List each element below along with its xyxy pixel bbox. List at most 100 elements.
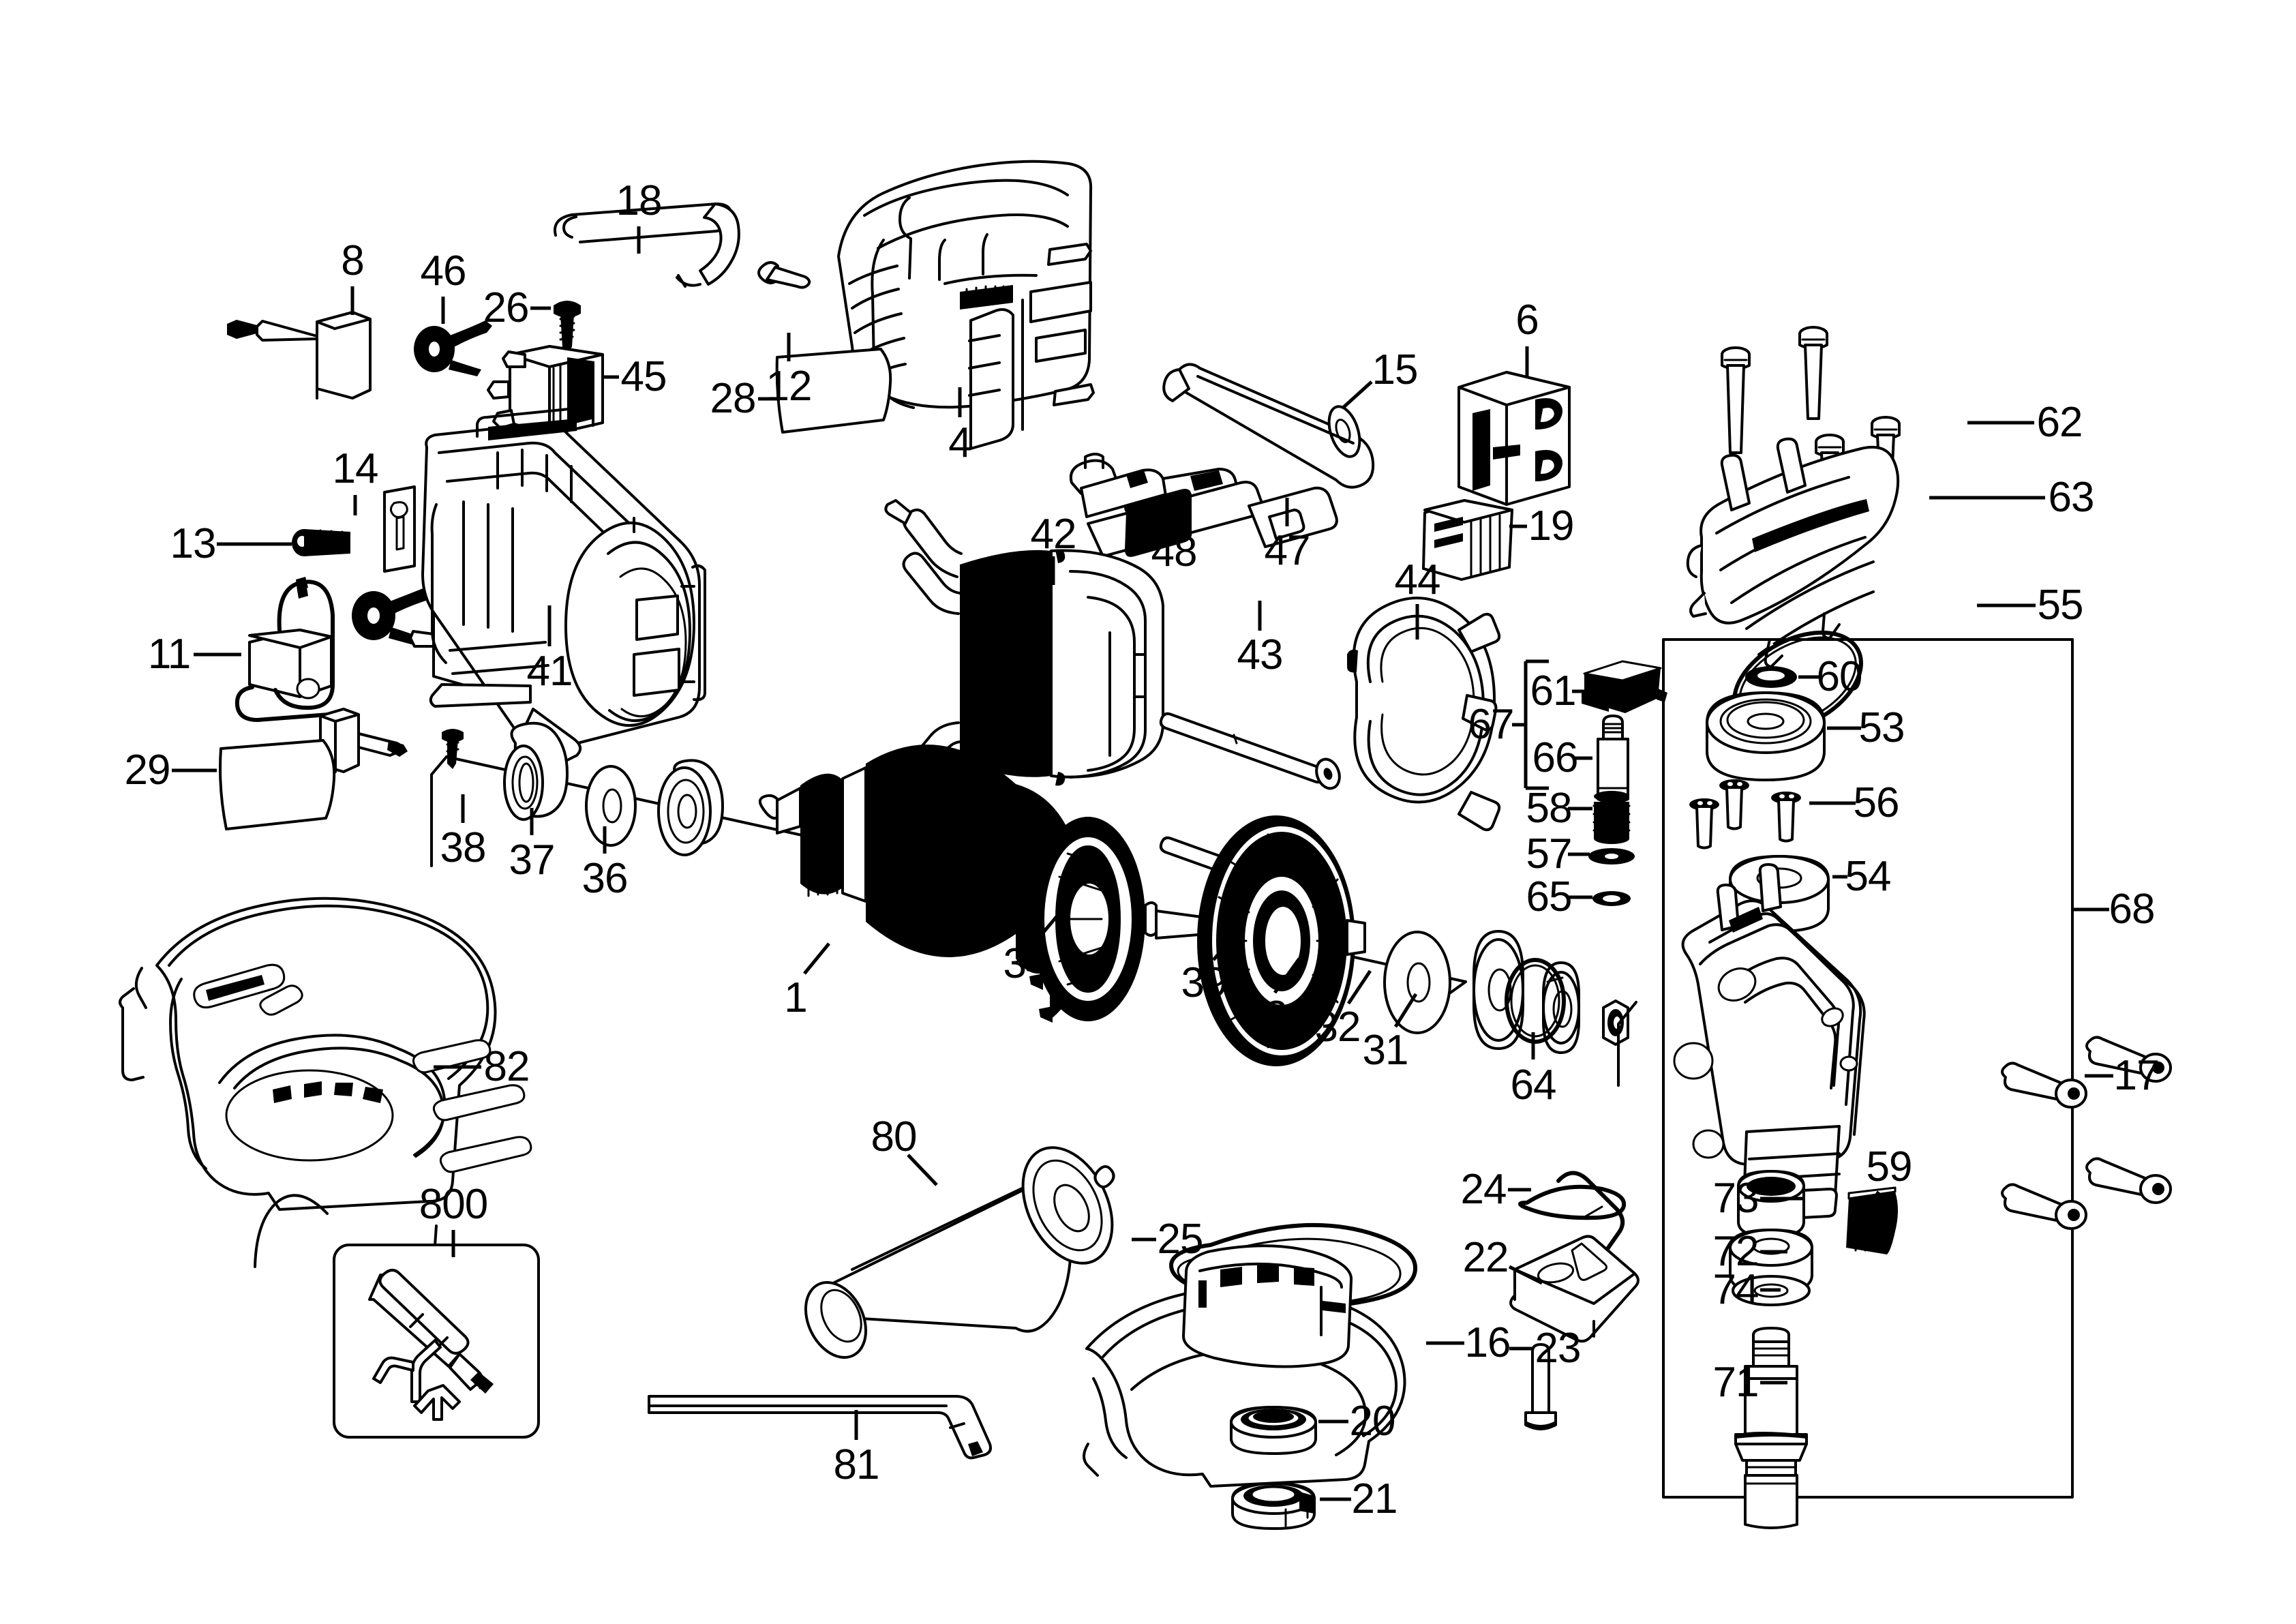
callout-number-61: 61 xyxy=(1530,667,1577,715)
callout-number-80: 80 xyxy=(871,1113,918,1160)
callout-number-42: 42 xyxy=(1030,511,1077,558)
callout-number-8: 8 xyxy=(341,237,364,284)
part-61-lock-button xyxy=(1582,660,1667,713)
callout-number-55: 55 xyxy=(2037,582,2084,629)
callout-number-58: 58 xyxy=(1526,785,1573,832)
callout-number-54: 54 xyxy=(1845,853,1892,900)
part-68-gear-case xyxy=(1673,863,1866,1223)
callout-number-47: 47 xyxy=(1264,527,1311,574)
part-26-screw xyxy=(554,301,581,352)
part-56-screws xyxy=(1689,779,1801,849)
callout-number-21: 21 xyxy=(1351,1475,1398,1522)
part-4-rear-cover xyxy=(837,160,1095,450)
callout-number-4: 4 xyxy=(948,419,971,466)
callout-leader-lines xyxy=(172,226,2113,1501)
part-14-name-plate xyxy=(383,485,416,573)
part-screw-secondary xyxy=(442,729,464,769)
callout-number-36: 36 xyxy=(581,855,629,902)
part-15-side-handle xyxy=(1162,363,1375,489)
part-71-output-spindle xyxy=(1734,1327,1808,1529)
callout-number-48: 48 xyxy=(1151,528,1198,575)
callout-number-63: 63 xyxy=(2048,474,2095,521)
callout-number-65: 65 xyxy=(1526,873,1573,920)
callout-number-25: 25 xyxy=(1157,1216,1204,1263)
part-25-clamp-ring xyxy=(1169,1222,1418,1308)
part-16-wheel-guard-lower xyxy=(1083,1244,1406,1488)
callout-number-59: 59 xyxy=(1866,1143,1913,1190)
part-57-flat-washer xyxy=(1588,848,1635,864)
part-800-accessory-kit xyxy=(333,1244,540,1439)
part-53-ball-bearing xyxy=(1706,691,1826,781)
part-33-spacer-disc xyxy=(1472,930,1524,1050)
gear-case-group-box xyxy=(1662,638,2074,1499)
callout-number-41: 41 xyxy=(526,648,573,695)
callout-number-800: 800 xyxy=(419,1181,488,1228)
callout-number-44: 44 xyxy=(1394,556,1441,603)
part-38-bearing xyxy=(503,721,569,821)
part-64-o-ring-small xyxy=(1505,958,1566,1044)
callout-number-45: 45 xyxy=(620,353,667,400)
part-17-gear-case-screws xyxy=(2001,1036,2172,1230)
part-60-retaining-washer xyxy=(1745,666,1797,688)
callout-number-43: 43 xyxy=(1237,631,1284,678)
callout-number-32: 32 xyxy=(1314,1004,1361,1051)
part-42-field-stator xyxy=(866,499,1164,817)
part-58-spring xyxy=(1592,791,1631,844)
callout-number-33: 33 xyxy=(1241,993,1288,1040)
callout-number-37: 37 xyxy=(509,837,556,884)
callout-number-28: 28 xyxy=(710,375,757,422)
part-41-motor-housing xyxy=(421,406,706,762)
callout-number-72: 72 xyxy=(1712,1228,1759,1275)
part-28-label xyxy=(775,348,892,434)
part-64-leader-bracket xyxy=(1617,1001,1637,1087)
callout-number-71: 71 xyxy=(1712,1359,1759,1406)
part-11-capacitor xyxy=(235,577,335,722)
part-8-brush-holder xyxy=(227,311,372,400)
part-80-handle-grip xyxy=(804,1146,1115,1359)
callout-number-16: 16 xyxy=(1464,1319,1511,1366)
part-12-roll-pin xyxy=(757,261,811,289)
callout-number-13: 13 xyxy=(170,520,217,567)
callout-number-57: 57 xyxy=(1526,830,1573,877)
part-39-washer xyxy=(1383,931,1451,1034)
callout-number-1: 1 xyxy=(784,974,807,1021)
callout-number-17: 17 xyxy=(2113,1052,2160,1099)
part-66-lock-pin xyxy=(1597,715,1629,804)
part-37-washer xyxy=(585,765,637,847)
part-34-fan-baffle xyxy=(1197,815,1366,1066)
callout-number-62: 62 xyxy=(2036,399,2083,446)
callout-number-73: 73 xyxy=(1712,1175,1759,1222)
callout-number-46: 46 xyxy=(420,247,467,295)
callout-number-12: 12 xyxy=(766,363,813,410)
callout-number-23: 23 xyxy=(1535,1325,1582,1372)
part-18-cord-guard xyxy=(554,202,740,288)
part-21-clamp-nut xyxy=(1231,1482,1316,1530)
callout-number-29: 29 xyxy=(124,747,171,794)
callout-number-64: 64 xyxy=(1510,1062,1557,1109)
part-6-terminal-block xyxy=(1457,371,1571,506)
part-31-lock-nut xyxy=(1602,999,1629,1046)
callout-number-56: 56 xyxy=(1853,779,1900,826)
part-63-rear-end-cap xyxy=(1686,437,1900,668)
callout-number-39: 39 xyxy=(1181,959,1228,1006)
callout-number-31: 31 xyxy=(1362,1027,1409,1074)
callout-number-81: 81 xyxy=(833,1441,880,1488)
callout-number-74: 74 xyxy=(1712,1266,1759,1313)
callout-number-18: 18 xyxy=(616,177,663,224)
callout-number-20: 20 xyxy=(1349,1398,1396,1445)
part-1-armature xyxy=(758,745,1213,1023)
part-29-label xyxy=(219,739,336,830)
callout-number-67: 67 xyxy=(1468,701,1515,748)
part-44-retainer-plate xyxy=(1347,597,1501,832)
part-22-clamp-bracket xyxy=(1509,1235,1640,1343)
part-59-pinion-key xyxy=(1846,1186,1898,1254)
part-20-inner-flange xyxy=(1230,1406,1317,1455)
part-13-socket-screw xyxy=(292,529,350,556)
part-46-cord-clamp xyxy=(414,320,492,376)
callout-number-66: 66 xyxy=(1532,734,1579,781)
callout-number-24: 24 xyxy=(1460,1166,1507,1213)
part-72-bearing-seat xyxy=(1729,1229,1813,1294)
part-36-bearing xyxy=(657,759,724,856)
